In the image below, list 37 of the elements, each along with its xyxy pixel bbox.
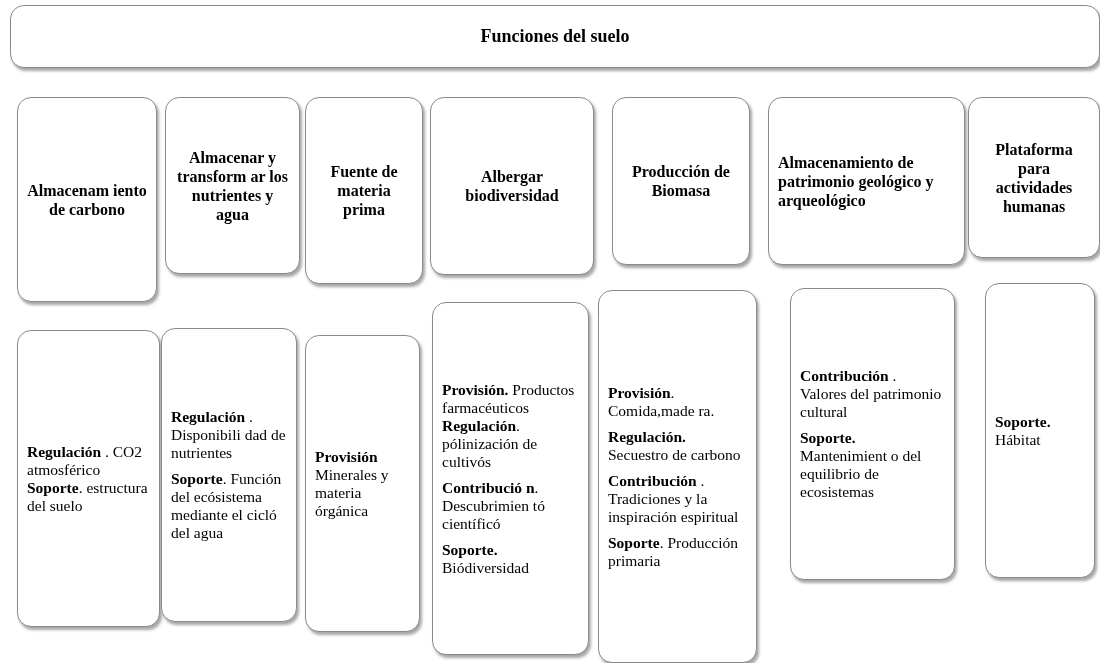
service-text: Contribución . Valores del patrimonio cultural <box>800 367 943 421</box>
service-box <box>790 288 955 580</box>
service-text: Soporte. Producción primaria <box>608 533 740 570</box>
service-text: Contribució n. Descubrimien tó científicó <box>442 478 546 533</box>
title-text: Funciones del suelo <box>479 27 631 46</box>
service-text: Soporte. Mantenimient o del equilibrio de ecosistemas <box>800 429 923 501</box>
service-text: Soporte. Función del ecósistema mediante el cicló del agua <box>171 470 283 542</box>
service-text: Soporte. Biódiversidad <box>442 540 530 577</box>
function-box <box>968 97 1100 258</box>
function-heading: Plataforma para actividades humanas <box>994 139 1074 216</box>
service-text: Provisión. Comida,made ra. <box>608 383 716 420</box>
function-box <box>612 97 750 265</box>
service-box <box>598 290 757 663</box>
service-text: Contribución . Tradiciones y la inspiración espiritual <box>608 471 740 526</box>
service-text: Regulación. Secuestro de carbono <box>608 427 742 464</box>
service-box <box>305 335 420 632</box>
service-text: Regulación . Disponibili dad de nutrientes <box>171 408 287 462</box>
service-box <box>161 328 297 622</box>
function-box <box>768 97 965 265</box>
service-text: Provisión Minerales y materia órgánica <box>315 447 390 520</box>
title-box <box>10 5 1100 68</box>
function-box <box>17 97 157 302</box>
service-box <box>432 302 589 655</box>
service-text: Regulación . CO2 atmosférico Soporte. estructura del suelo <box>27 442 149 515</box>
service-text: Provisión. Productos farmacéuticos Regulación. pólinización de cultivós <box>442 380 576 471</box>
function-heading: Producción de Biomasa <box>631 162 731 200</box>
function-heading: Fuente de materia prima <box>329 162 399 219</box>
function-box <box>430 97 594 275</box>
function-box <box>305 97 423 284</box>
service-text: Soporte. Hábitat <box>995 412 1052 449</box>
function-box <box>165 97 300 274</box>
function-heading: Almacenam iento de carbono <box>27 180 147 219</box>
function-heading: Albergar biodiversidad <box>464 167 560 205</box>
service-box <box>17 330 160 627</box>
function-heading: Almacenar y transform ar los nutrientes y agua <box>176 147 289 224</box>
service-box <box>985 283 1095 578</box>
function-heading: Almacenamiento de patrimonio geológico y arqueológico <box>778 152 935 210</box>
